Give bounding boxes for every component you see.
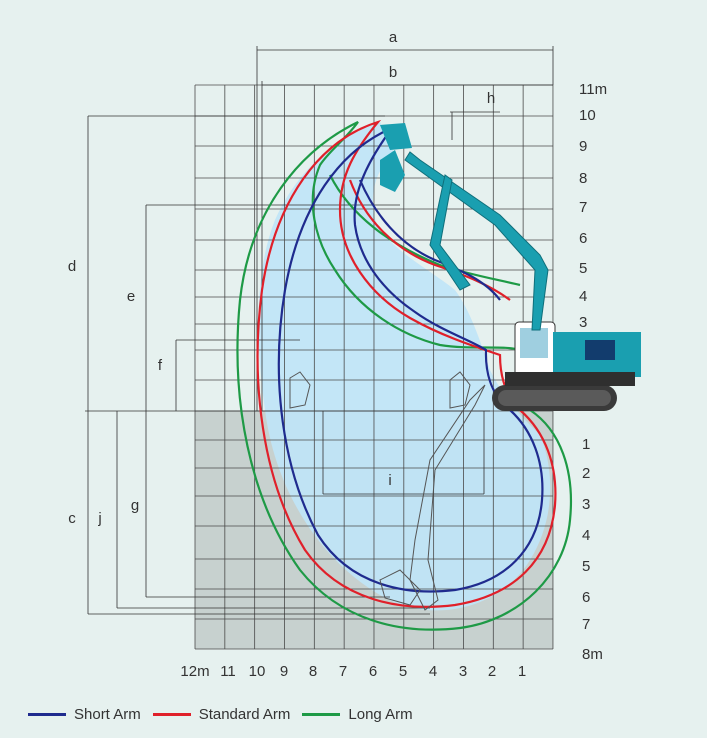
bottom-axis-tick: 3	[459, 663, 467, 680]
bottom-axis-tick: 2	[488, 663, 496, 680]
right-axis-tick-above: 11m	[579, 81, 607, 98]
right-axis-tick-below: 6	[582, 589, 590, 606]
dimension-label-e: e	[127, 288, 135, 305]
long-arm-swatch	[302, 713, 341, 716]
short-arm-swatch	[28, 713, 66, 716]
bottom-axis-tick: 11	[220, 663, 236, 680]
right-axis-tick-below: 1	[582, 436, 590, 453]
bottom-axis-tick: 12m	[180, 663, 209, 680]
right-axis-tick-above: 3	[579, 314, 587, 331]
legend: Short Arm Standard Arm Long Arm	[28, 706, 417, 723]
bottom-axis-tick: 5	[399, 663, 407, 680]
bottom-axis-tick: 7	[339, 663, 347, 680]
dimension-label-i: i	[388, 472, 391, 489]
dimension-label-j: j	[97, 510, 101, 527]
dimension-label-g: g	[131, 497, 139, 514]
right-axis-tick-below: 4	[582, 527, 590, 544]
dimension-label-f: f	[158, 357, 163, 374]
bottom-axis-tick: 1	[518, 663, 526, 680]
bottom-axis-tick: 6	[369, 663, 377, 680]
standard-arm-swatch	[152, 713, 191, 716]
right-axis-tick-above: 5	[579, 260, 587, 277]
legend-long-arm: Long Arm	[302, 706, 413, 723]
legend-label: Long Arm	[348, 706, 413, 723]
legend-label: Short Arm	[74, 706, 141, 723]
right-axis-tick-below: 2	[582, 465, 590, 482]
right-axis-tick-above: 8	[579, 170, 587, 187]
right-axis-tick-above: 9	[579, 138, 587, 155]
right-axis-tick-below: 5	[582, 558, 590, 575]
short-arm-curve	[277, 125, 544, 593]
right-axis-tick-above: 10	[579, 107, 596, 124]
right-axis-tick-below: 3	[582, 496, 590, 513]
long-arm-curve	[236, 121, 572, 631]
right-axis-tick-above: 7	[579, 199, 587, 216]
dimension-label-a: a	[389, 29, 398, 46]
excavator-reach-outline	[289, 371, 486, 611]
right-axis-tick-above: 6	[579, 230, 587, 247]
legend-label: Standard Arm	[198, 706, 291, 723]
right-axis-tick-below: 7	[582, 616, 590, 633]
legend-short-arm: Short Arm	[28, 706, 141, 723]
right-axis-tick-below: 8m	[582, 646, 603, 663]
bottom-axis-tick: 8	[309, 663, 317, 680]
dimension-label-d: d	[68, 258, 76, 275]
excavator-machine	[380, 123, 641, 411]
dimension-label-h: h	[487, 90, 495, 107]
legend-standard-arm: Standard Arm	[152, 706, 291, 723]
reach-envelope-fill	[258, 122, 551, 611]
bottom-axis-tick: 4	[429, 663, 437, 680]
right-axis-tick-above: 4	[579, 288, 587, 305]
dimension-label-c: c	[68, 510, 76, 527]
dimension-label-b: b	[389, 64, 397, 81]
bottom-axis-tick: 9	[280, 663, 288, 680]
bottom-axis-tick: 10	[249, 663, 266, 680]
